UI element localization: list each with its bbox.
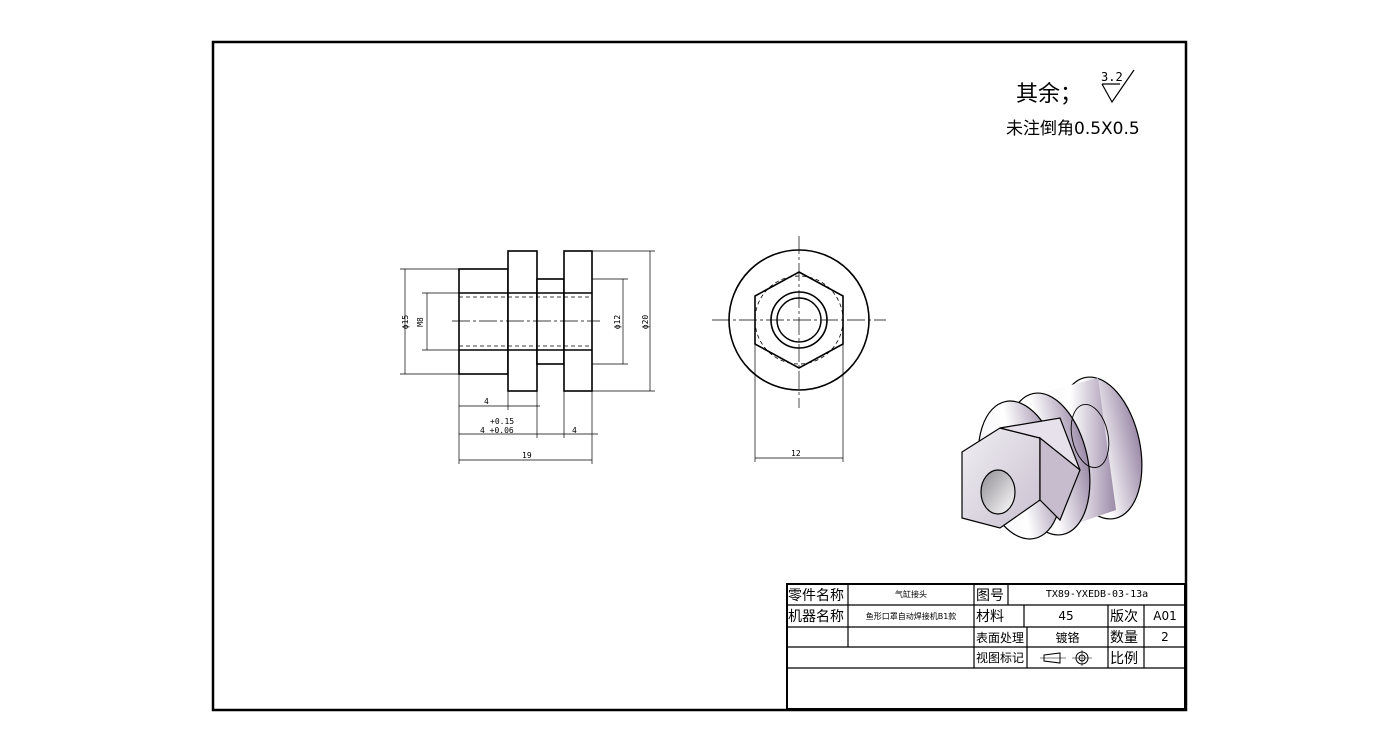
title-block: 零件名称 气缸接头 图号 TX89-YXEDB-03-13a 机器名称 鱼形口罩… [786,583,1186,710]
version-value: A01 [1153,609,1177,623]
end-view [712,236,886,462]
part-name-value: 气缸接头 [895,590,927,599]
dim-len19: 19 [522,451,532,460]
dim-len4b: 4 [572,426,577,435]
material-label: 材料 [976,609,1004,625]
dim-m8: M8 [416,317,425,327]
dim-tol-upper: +0.15 [490,417,514,426]
dim-hex12: 12 [791,449,801,458]
chamfer-note: 未注倒角0.5X0.5 [1006,119,1140,139]
quantity-label: 数量 [1110,630,1138,646]
scale-value [1144,647,1186,668]
machine-name-label: 机器名称 [788,609,844,625]
scale-label: 比例 [1110,650,1138,667]
dim-len4a: 4 [484,397,489,406]
isometric-view [961,376,1143,540]
title-block-grid [786,583,1186,710]
version-label: 版次 [1110,609,1138,625]
front-view-dimensions: ϕ15 M8 ϕ12 ϕ20 4 +0.15 4 +0.06 4 19 [401,315,650,460]
roughness-symbol-icon [1101,69,1135,104]
surface-value: 镀铬 [1055,630,1080,645]
machine-name-value: 鱼形口罩自动焊接机B1款 [865,611,957,621]
front-view [400,250,655,464]
dim-d15: ϕ15 [401,315,410,330]
dim-d20: ϕ20 [641,315,650,330]
drawing-no-label: 图号 [976,587,1004,604]
roughness-value: 3.2 [1101,70,1123,84]
quantity-value: 2 [1161,630,1169,644]
drawing-no-value: TX89-YXEDB-03-13a [1045,589,1149,600]
dim-d12: ϕ12 [613,315,622,330]
part-name-label: 零件名称 [788,587,844,604]
view-mark-label: 视图标记 [976,651,1025,665]
material-value: 45 [1058,609,1074,623]
remainder-note: 其余； [1016,82,1083,107]
dim-tol-lower: 4 +0.06 [480,426,514,435]
drawing-frame [211,40,1188,712]
projection-symbol-icon [1027,647,1108,668]
surface-label: 表面处理 [976,630,1025,645]
